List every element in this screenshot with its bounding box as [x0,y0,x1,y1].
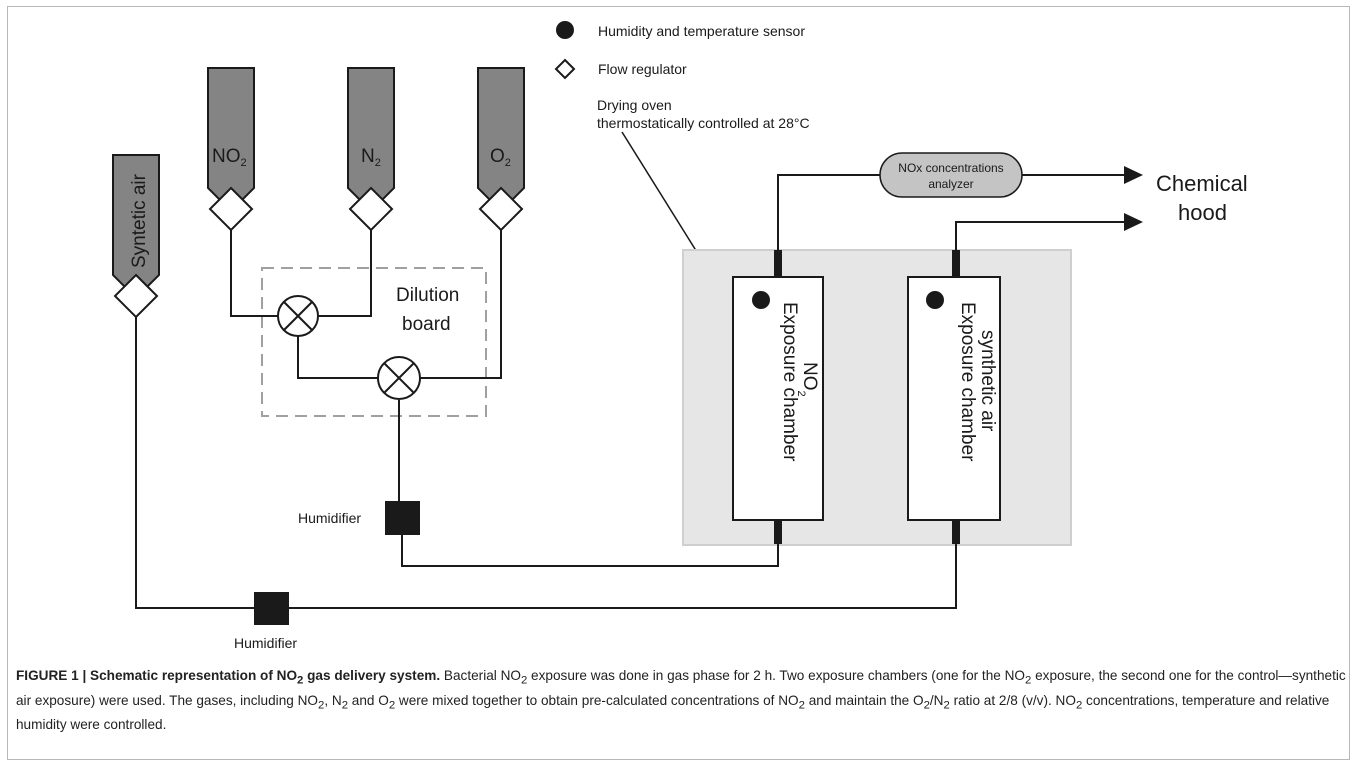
arrow-to-hood-1 [1124,166,1143,184]
humidifier-top-label: Humidifier [298,510,361,526]
oven-label-line1: Drying oven [597,97,672,113]
dilution-board-label-line1: Dilution [396,285,459,306]
chemical-hood-label-line2: hood [1178,200,1227,225]
nox-analyzer [879,152,1023,198]
air-chamber-label-line2: synthetic air [977,330,998,432]
dilution-board-label-line2: board [402,314,451,335]
o2-cylinder-label: O [490,146,505,167]
air-chamber-sensor-icon [926,291,944,309]
oven-pointer-line [621,131,706,266]
no2-chamber-sensor-icon [752,291,770,309]
dilution-board-box [261,267,487,417]
legend-sensor-icon [556,21,574,39]
no2-chamber-label-line2: NO [799,362,820,391]
exposure-chamber-synthetic-air: Exposure chamber synthetic air [907,250,1001,544]
synthetic-air-label: Syntetic air [129,173,150,268]
mixing-valve-1 [277,295,319,337]
caption-label: FIGURE 1 | Schematic representation of N… [16,668,441,687]
n2-cylinder: N2 [347,67,395,232]
oven-label-line2: thermostatically controlled at 28°C [597,115,810,131]
exposure-chamber-no2: Exposure chamber NO2 [732,250,824,544]
nox-analyzer-label-line2: analyzer [928,177,973,191]
air-chamber-label-line1: Exposure chamber [957,302,978,462]
arrow-to-hood-2 [1124,213,1143,231]
o2-cylinder: O2 [477,67,525,232]
synthetic-air-cylinder: Syntetic air [112,154,160,319]
n2-cylinder-subscript: 2 [375,157,381,169]
no2-cylinder-label: NO [212,146,241,167]
gas-delivery-diagram: Humidity and temperature sensor Flow reg… [112,21,1248,651]
pipe-network [135,174,1125,609]
svg-text:NO2: NO2 [795,362,820,397]
legend-regulator-label: Flow regulator [598,61,687,77]
legend-sensor-label: Humidity and temperature sensor [598,23,805,39]
svg-text:N2: N2 [361,146,381,169]
nox-analyzer-label-line1: NOx concentrations [898,161,1003,175]
o2-cylinder-subscript: 2 [505,157,511,169]
no2-cylinder: NO2 [207,67,255,232]
figure-frame [7,6,1350,760]
n2-cylinder-label: N [361,146,375,167]
humidifier-top [385,501,420,535]
no2-cylinder-subscript: 2 [241,157,247,169]
humidifier-bottom-label: Humidifier [234,635,297,651]
svg-text:O2: O2 [490,146,511,169]
mixing-valve-2 [377,356,421,400]
figure-caption: FIGURE 1 | Schematic representation of N… [16,668,1346,733]
humidifier-bottom [254,592,289,625]
legend-regulator-icon [554,58,576,80]
no2-chamber-label-line1: Exposure chamber [779,302,800,462]
chemical-hood-label-line1: Chemical [1156,171,1248,196]
no2-chamber-label-subscript: 2 [795,391,807,397]
svg-text:NO2: NO2 [212,146,247,169]
